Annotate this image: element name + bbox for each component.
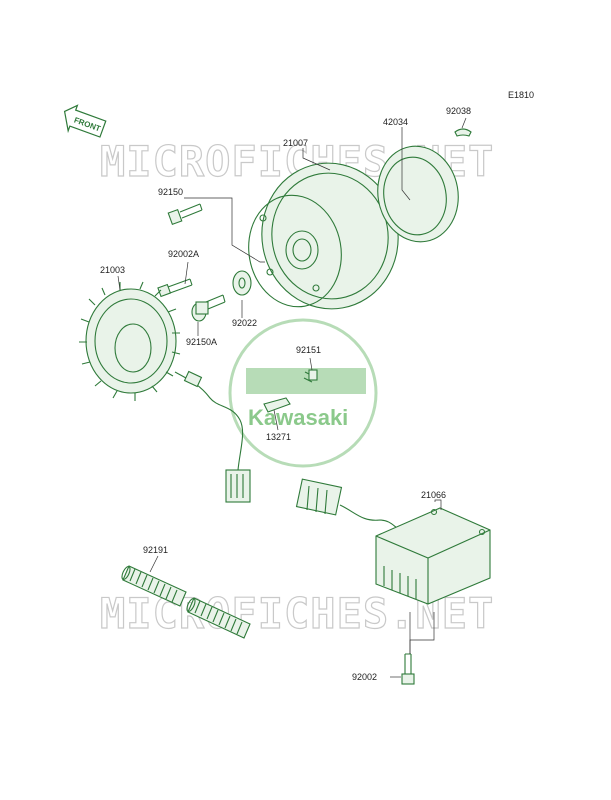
bolt-flange-part <box>191 294 226 322</box>
leader-lines <box>117 117 467 678</box>
label-21066: 21066 <box>421 490 446 500</box>
ring-part <box>377 145 459 243</box>
tube-part <box>121 565 251 639</box>
regulator-connector <box>295 478 403 531</box>
clamp-part <box>263 397 291 413</box>
front-arrow-icon: FRONT <box>63 104 107 138</box>
label-21003: 21003 <box>100 265 125 275</box>
label-92150a: 92150A <box>186 337 217 347</box>
stator-part <box>79 281 181 401</box>
stator-harness <box>174 370 251 503</box>
diagram-code: E1810 <box>508 90 534 100</box>
key-part <box>454 128 472 137</box>
label-92002a: 92002A <box>168 249 199 259</box>
logo-text: Kawasaki <box>248 405 348 430</box>
label-92150: 92150 <box>158 187 183 197</box>
washer-part <box>232 270 252 296</box>
label-13271: 13271 <box>266 432 291 442</box>
label-92022: 92022 <box>232 318 257 328</box>
regulator-bolt-part <box>401 653 415 685</box>
label-92151: 92151 <box>296 345 321 355</box>
label-92002: 92002 <box>352 672 377 682</box>
label-21007: 21007 <box>283 138 308 148</box>
regulator-part <box>375 507 491 605</box>
label-92191: 92191 <box>143 545 168 555</box>
bolt-top-part <box>167 203 203 226</box>
small-bolt-part <box>303 369 318 383</box>
label-42034: 42034 <box>383 117 408 127</box>
bolt-stator-part <box>157 278 193 298</box>
kawasaki-logo: Kawasaki <box>228 318 378 468</box>
label-92038: 92038 <box>446 106 471 116</box>
